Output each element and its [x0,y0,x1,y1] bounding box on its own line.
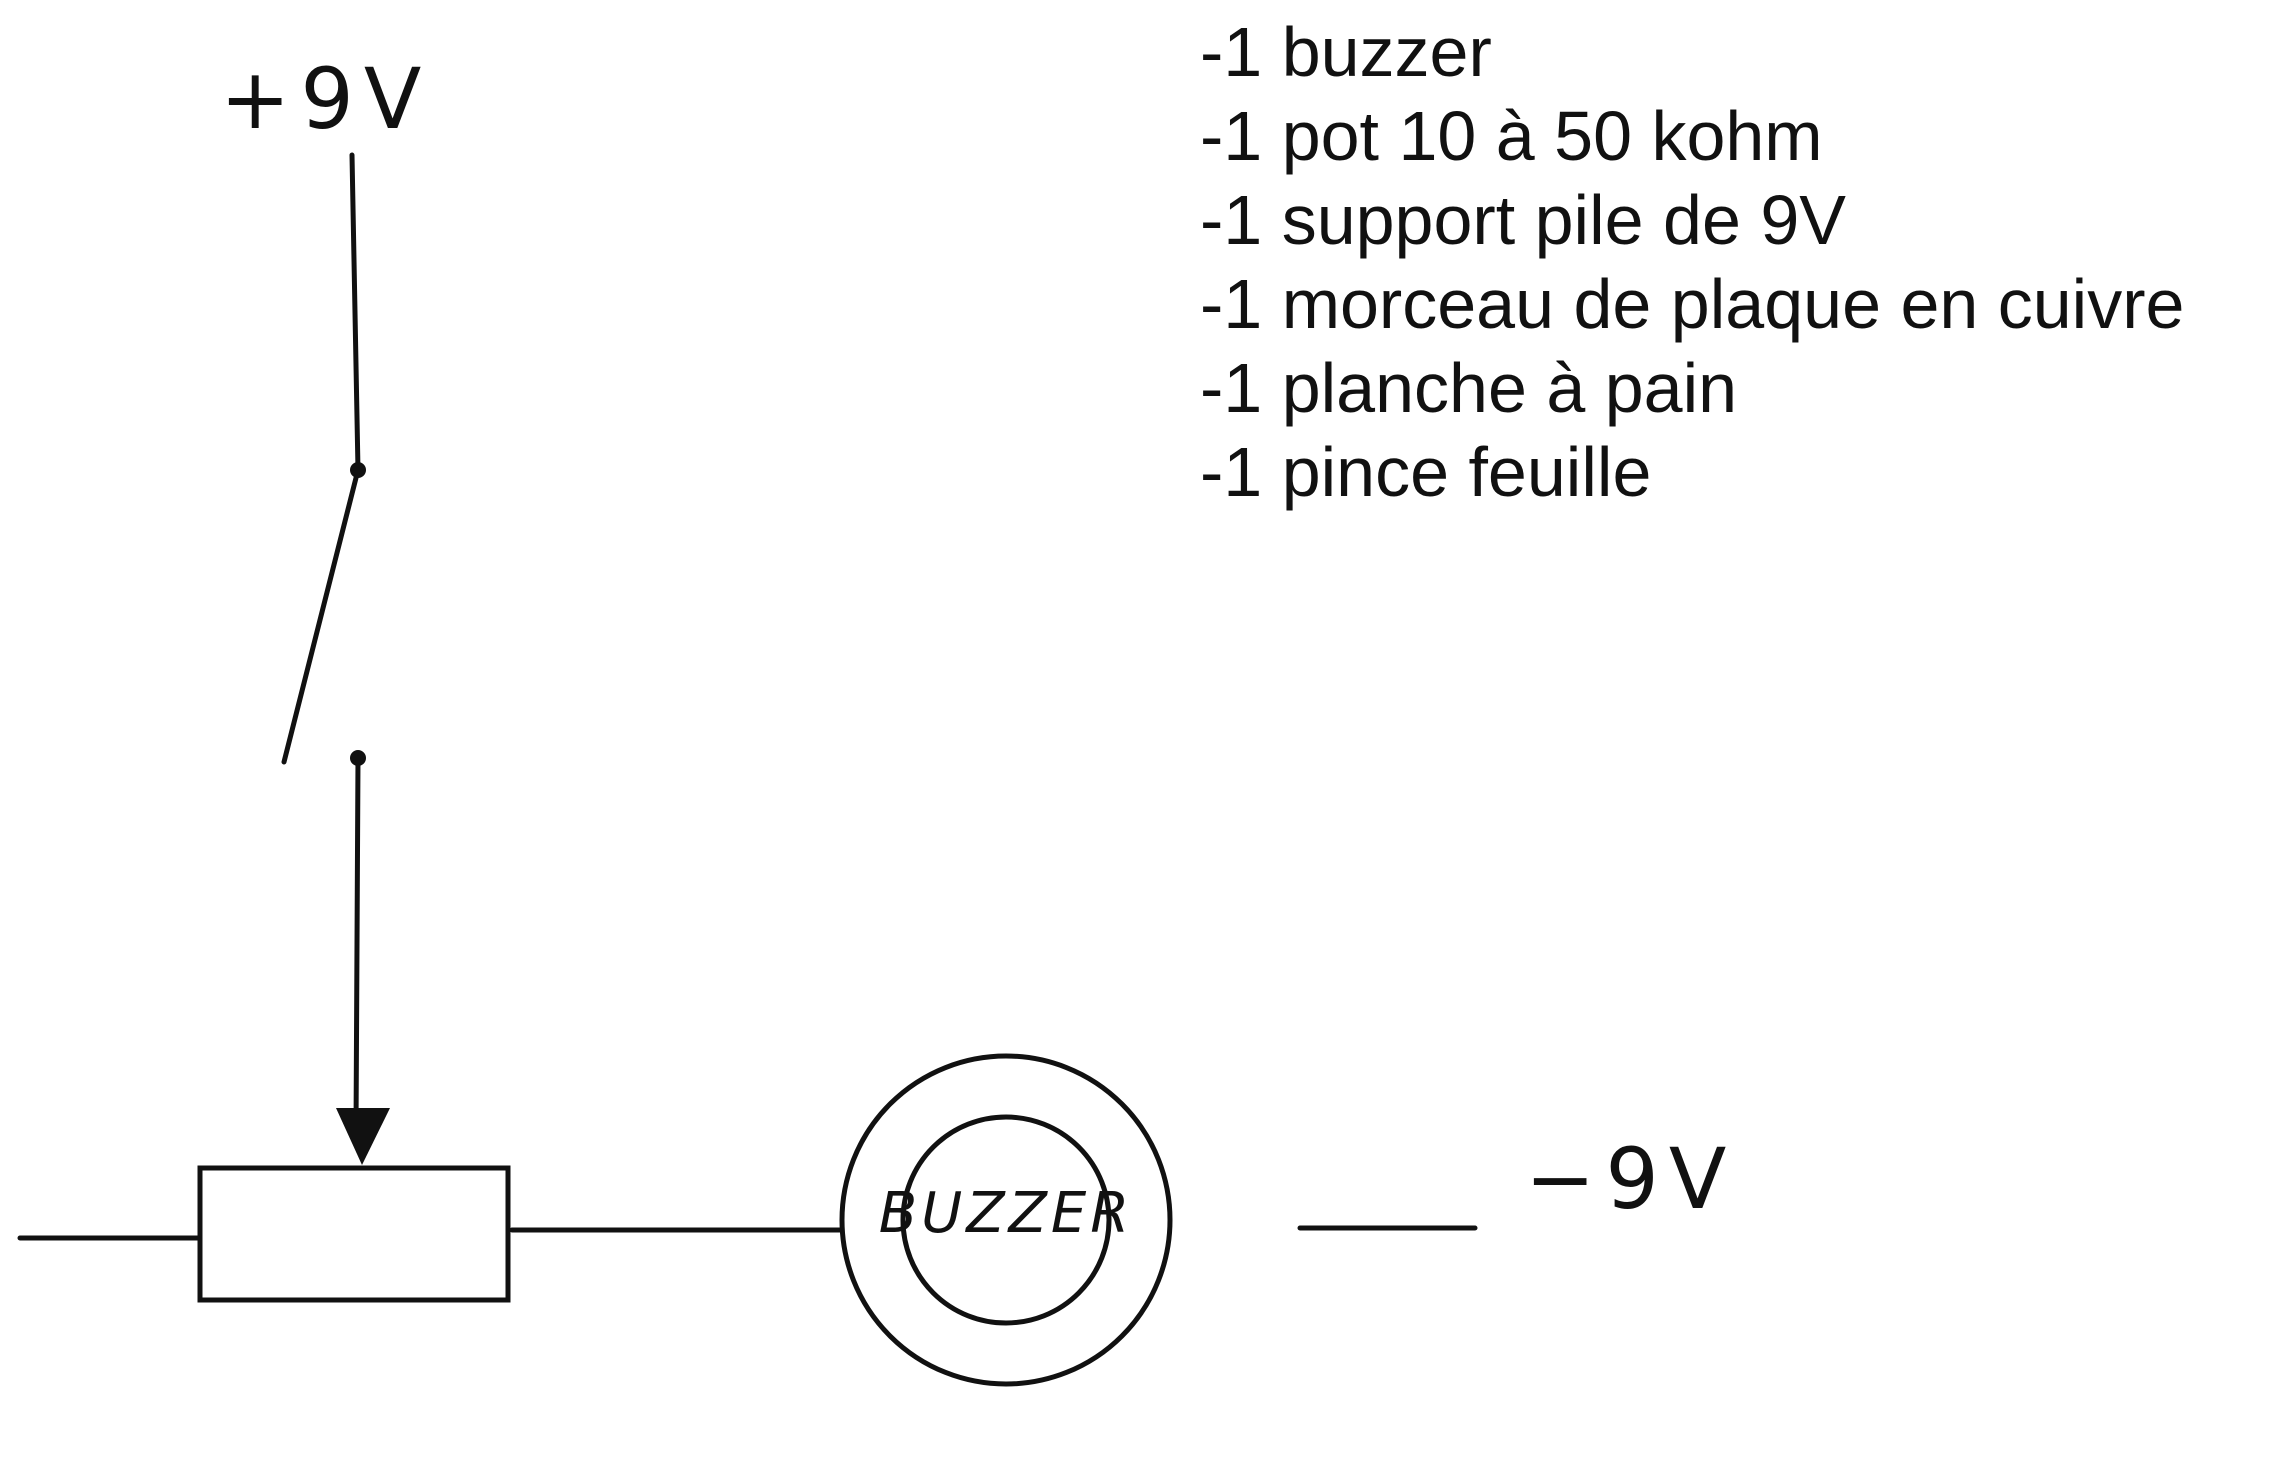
parts-list-item: -1 support pile de 9V [1200,181,1846,259]
buzzer-label: BUZZER [879,1181,1133,1246]
supply-wire [349,152,361,473]
wiper-wire [353,755,361,1133]
potentiometer-body [197,1165,511,1303]
wiper-arrow-icon [336,1108,390,1165]
buzzer-outer-ring [839,1053,1173,1387]
parts-list-item: -1 pince feuille [1200,433,1652,511]
parts-list: -1 buzzer -1 pot 10 à 50 kohm -1 support… [1200,10,2184,514]
parts-list-item: -1 buzzer [1200,13,1492,91]
negative-supply-label: −9V [1525,1130,1736,1228]
parts-list-item: -1 morceau de plaque en cuivre [1200,265,2185,343]
buzzer-inner-ring [900,1114,1112,1326]
parts-list-item: -1 planche à pain [1200,349,1738,427]
positive-supply-label: +9V [220,50,431,148]
switch-lever [281,467,361,765]
parts-list-item: -1 pot 10 à 50 kohm [1200,97,1823,175]
